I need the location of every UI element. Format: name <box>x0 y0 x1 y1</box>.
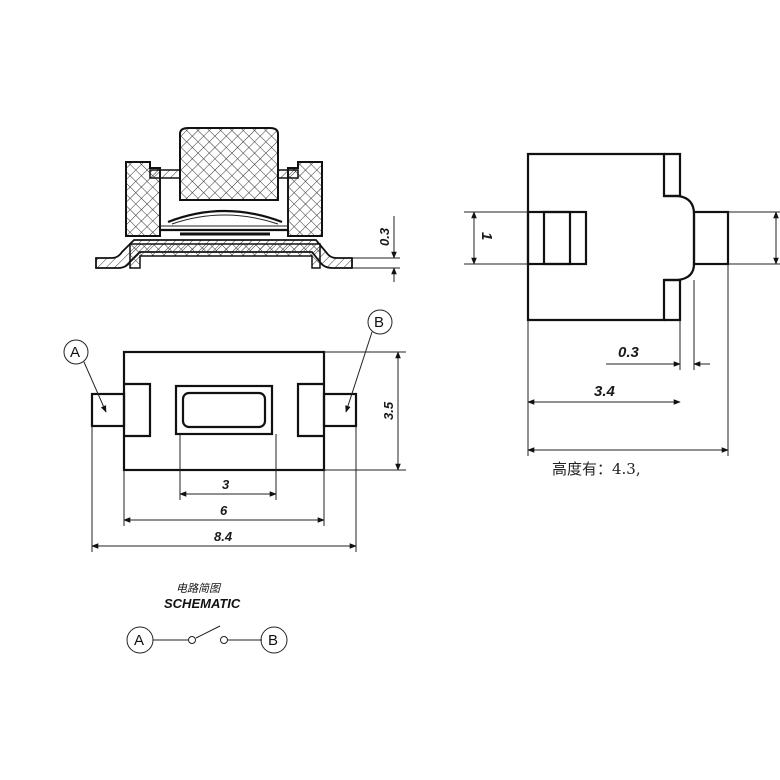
dim-end-34: 3.4 <box>594 383 616 400</box>
side-left-wall <box>125 161 161 237</box>
side-section-view: 0.3 <box>95 127 400 282</box>
dim-end-1: 1 <box>478 232 495 240</box>
pin-b-callout <box>367 309 393 335</box>
pin-a-callout <box>63 339 89 365</box>
terminal-a <box>90 392 126 428</box>
top-actuator-slot <box>174 384 274 436</box>
top-view: 3 6 8.4 3.5 A B <box>63 309 406 552</box>
dim-end-03: 0.3 <box>618 344 640 361</box>
pin-a-label: A <box>70 344 80 361</box>
schematic-pin-a-label: A <box>134 632 144 649</box>
schematic: 电路简图 SCHEMATIC A B <box>126 582 288 654</box>
top-body <box>122 350 326 472</box>
end-view: 1 0.3 3.4 高度有：4.3, <box>464 152 780 478</box>
side-right-wall <box>287 161 323 237</box>
schematic-pin-b <box>260 626 288 654</box>
schematic-title-cn: 电路简图 <box>176 582 222 595</box>
end-slot <box>526 210 588 266</box>
dim-bottom-3: 3 <box>222 477 230 492</box>
schematic-switch-lever <box>195 625 221 639</box>
dim-bottom-84: 8.4 <box>214 529 233 544</box>
schematic-title-en: SCHEMATIC <box>164 596 241 611</box>
schematic-pin-b-label: B <box>268 632 278 649</box>
side-cap-flange-left <box>149 169 181 179</box>
side-button-cap <box>179 127 279 201</box>
dim-side-height: 0.3 <box>377 227 392 246</box>
terminal-b <box>322 392 358 428</box>
side-cap-flange-right <box>277 169 299 179</box>
end-terminal <box>692 210 730 266</box>
dim-bottom-35: 3.5 <box>381 401 396 420</box>
end-body <box>526 152 696 322</box>
height-note: 高度有：4.3, <box>552 460 641 478</box>
dim-bottom-6: 6 <box>220 503 228 518</box>
side-dome <box>167 209 283 224</box>
pin-b-label: B <box>374 314 384 331</box>
